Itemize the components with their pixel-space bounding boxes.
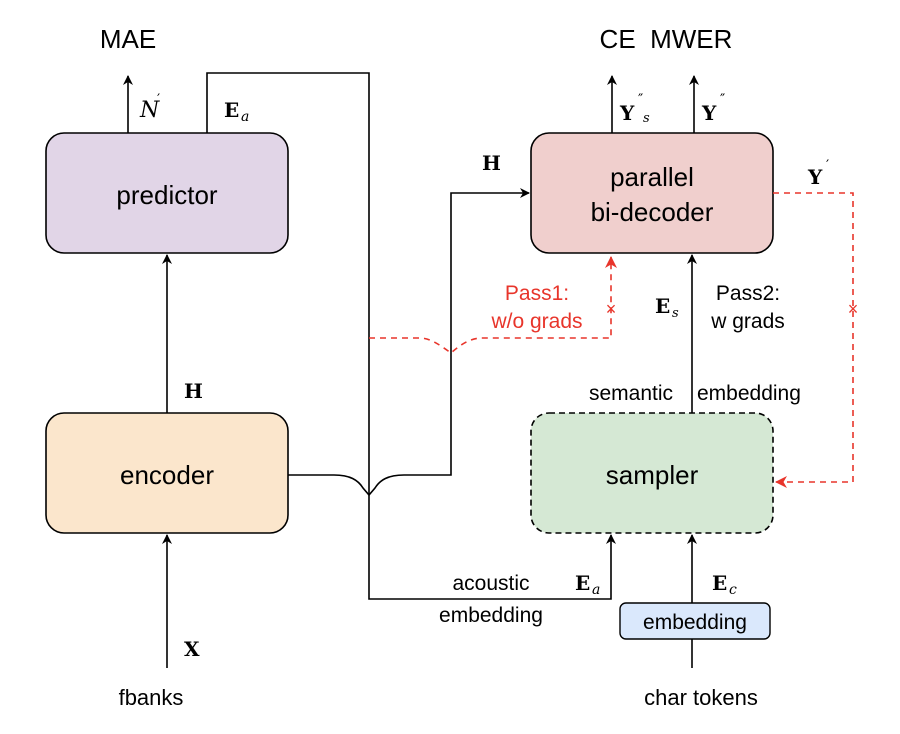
ce-mwer-loss-label: CE MWER xyxy=(600,24,733,54)
y-prime-feedback-path xyxy=(773,192,854,488)
predictor-block xyxy=(45,132,289,254)
encoder-label: encoder xyxy=(120,460,214,490)
pass1-label-line2: w/o grads xyxy=(490,310,582,333)
svg-text:″: ″ xyxy=(720,92,725,108)
symbol-ea-sampler: E a xyxy=(575,571,600,598)
pass1-label-line1: Pass1: xyxy=(505,282,569,305)
acoustic-embedding-path xyxy=(206,72,616,600)
mae-loss-label: MAE xyxy=(100,24,156,54)
svg-text:Y: Y xyxy=(701,101,717,125)
sampler-block xyxy=(530,412,774,534)
decoder-label-line2: bi-decoder xyxy=(591,197,714,227)
symbol-n-prime: N ′ xyxy=(139,92,160,123)
svg-text:Y: Y xyxy=(807,165,823,189)
embedding-block xyxy=(619,602,771,640)
svg-text:N: N xyxy=(139,98,160,123)
svg-text:s: s xyxy=(643,111,650,126)
svg-text:Y: Y xyxy=(619,101,635,125)
encoder-to-decoder-path xyxy=(288,188,530,497)
svg-text:″: ″ xyxy=(638,92,643,108)
symbol-ec: E c xyxy=(712,571,737,598)
predictor-label: predictor xyxy=(116,180,217,210)
symbol-h-encoder: H xyxy=(184,379,203,403)
pass2-label-line2: w grads xyxy=(710,310,785,333)
svg-text:′: ′ xyxy=(826,158,829,174)
semantic-label: semantic xyxy=(589,382,673,405)
svg-text:E: E xyxy=(575,571,590,595)
sampler-label: sampler xyxy=(606,460,699,490)
svg-text:c: c xyxy=(729,582,737,598)
pass1-stop-gradient-mark: × xyxy=(606,299,617,319)
symbol-ea-predictor: E a xyxy=(224,98,249,125)
svg-text:E: E xyxy=(655,294,670,318)
symbol-y-double-prime: Y ″ xyxy=(701,92,725,125)
decoder-block xyxy=(530,132,774,254)
acoustic-label: acoustic xyxy=(452,572,529,595)
acoustic-embedding-label: embedding xyxy=(439,604,543,627)
pass1-gradient-path xyxy=(369,256,617,355)
embedding-label: embedding xyxy=(643,611,747,634)
symbol-es: E s xyxy=(655,294,679,321)
svg-text:E: E xyxy=(712,571,727,595)
svg-text:a: a xyxy=(241,109,249,125)
symbol-ys-double-prime: Y ″ s xyxy=(619,92,650,126)
svg-text:s: s xyxy=(672,306,679,321)
semantic-embedding-label: embedding xyxy=(697,382,801,405)
symbol-h-decoder: H xyxy=(482,151,501,175)
svg-text:′: ′ xyxy=(157,92,160,108)
symbol-y-prime: Y ′ xyxy=(807,158,829,189)
svg-text:a: a xyxy=(592,582,600,598)
fbanks-label: fbanks xyxy=(119,685,184,710)
decoder-label-line1: parallel xyxy=(610,162,694,192)
pass2-label-line1: Pass2: xyxy=(716,282,780,305)
feedback-stop-gradient-mark: × xyxy=(848,299,859,319)
symbol-x: X xyxy=(184,637,200,661)
char-tokens-label: char tokens xyxy=(644,685,758,710)
svg-text:E: E xyxy=(224,98,239,122)
